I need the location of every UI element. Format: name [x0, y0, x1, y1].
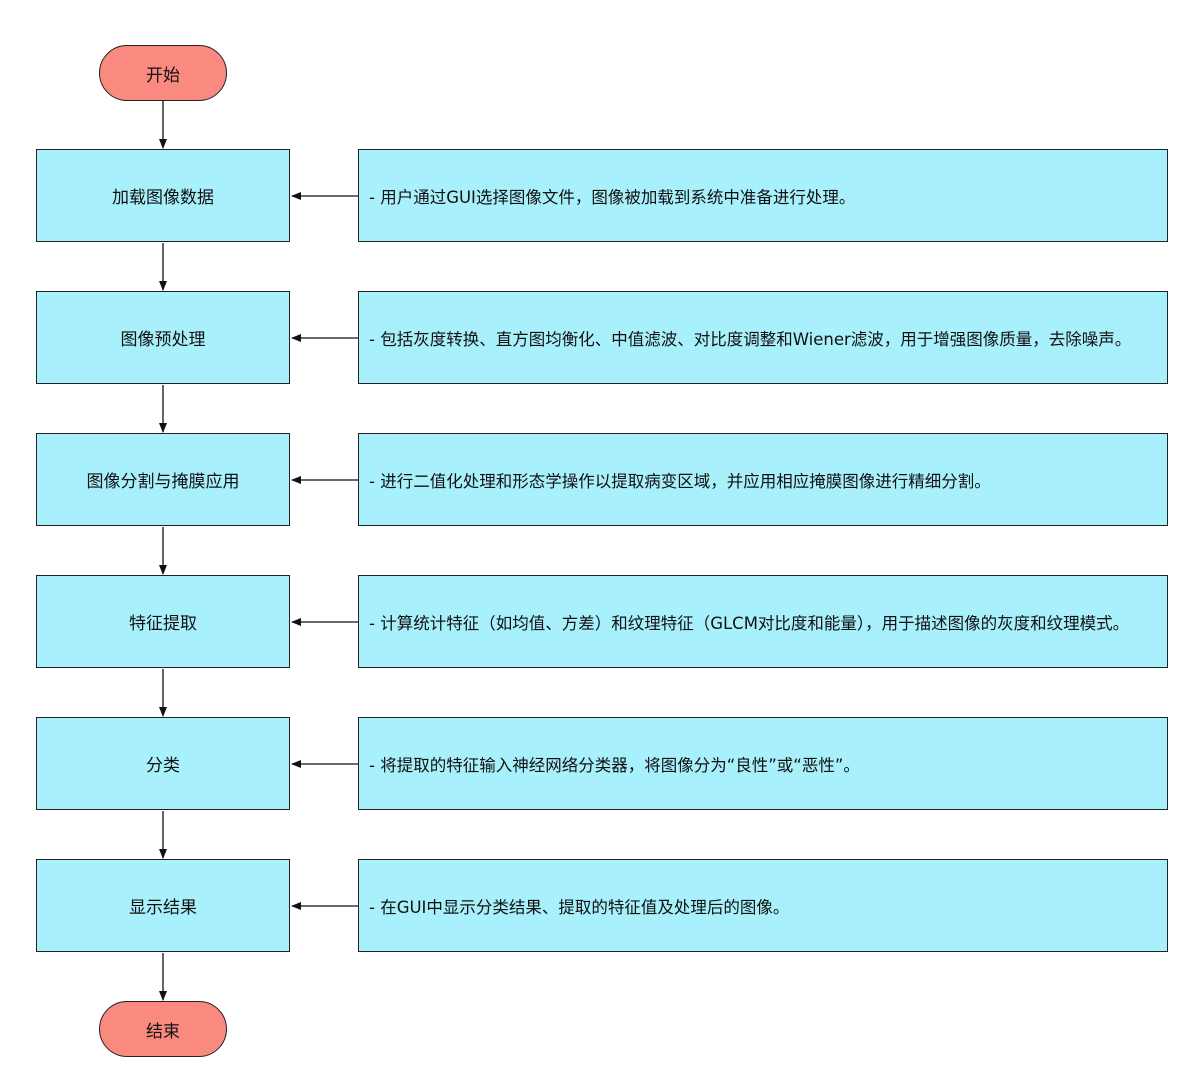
end-node: 结束: [99, 1001, 227, 1057]
step-label: 图像分割与掩膜应用: [86, 472, 240, 492]
step-preprocess: 图像预处理: [36, 291, 290, 384]
step-label: 特征提取: [129, 614, 197, 634]
step-label: 加载图像数据: [112, 188, 214, 208]
step-load-image: 加载图像数据: [36, 149, 290, 242]
note-text: - 计算统计特征（如均值、方差）和纹理特征（GLCM对比度和能量），用于描述图像…: [369, 613, 1130, 633]
note-text: - 在GUI中显示分类结果、提取的特征值及处理后的图像。: [369, 897, 790, 917]
note-text: - 包括灰度转换、直方图均衡化、中值滤波、对比度调整和Wiener滤波，用于增强…: [369, 329, 1132, 349]
note-segmentation: - 进行二值化处理和形态学操作以提取病变区域，并应用相应掩膜图像进行精细分割。: [358, 433, 1168, 526]
note-classification: - 将提取的特征输入神经网络分类器，将图像分为“良性”或“恶性”。: [358, 717, 1168, 810]
end-label: 结束: [146, 1021, 180, 1042]
note-feature-extraction: - 计算统计特征（如均值、方差）和纹理特征（GLCM对比度和能量），用于描述图像…: [358, 575, 1168, 668]
note-preprocess: - 包括灰度转换、直方图均衡化、中值滤波、对比度调整和Wiener滤波，用于增强…: [358, 291, 1168, 384]
step-feature-extraction: 特征提取: [36, 575, 290, 668]
note-text: - 将提取的特征输入神经网络分类器，将图像分为“良性”或“恶性”。: [369, 755, 860, 775]
step-label: 显示结果: [129, 898, 197, 918]
start-label: 开始: [146, 65, 180, 86]
step-label: 图像预处理: [120, 330, 206, 350]
note-text: - 进行二值化处理和形态学操作以提取病变区域，并应用相应掩膜图像进行精细分割。: [369, 471, 991, 491]
step-classification: 分类: [36, 717, 290, 810]
step-label: 分类: [146, 756, 180, 776]
note-text: - 用户通过GUI选择图像文件，图像被加载到系统中准备进行处理。: [369, 187, 856, 207]
step-display-results: 显示结果: [36, 859, 290, 952]
step-segmentation: 图像分割与掩膜应用: [36, 433, 290, 526]
note-display-results: - 在GUI中显示分类结果、提取的特征值及处理后的图像。: [358, 859, 1168, 952]
note-load-image: - 用户通过GUI选择图像文件，图像被加载到系统中准备进行处理。: [358, 149, 1168, 242]
start-node: 开始: [99, 45, 227, 101]
